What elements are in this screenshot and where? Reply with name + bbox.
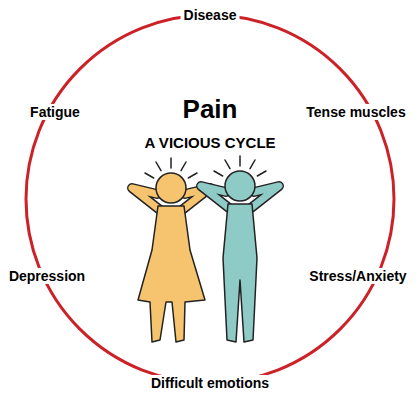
cycle-label: Difficult emotions	[148, 375, 272, 391]
cycle-ring	[26, 15, 394, 383]
cycle-label: Tense muscles	[303, 104, 408, 120]
subtitle: A VICIOUS CYCLE	[141, 134, 278, 151]
man-figure	[201, 156, 279, 342]
cycle-label: Stress/Anxiety	[306, 268, 409, 284]
cycle-label: Fatigue	[27, 104, 83, 120]
diagram-title: Pain	[180, 95, 241, 125]
cycle-label: Depression	[6, 268, 88, 284]
cycle-label: Disease	[181, 7, 240, 23]
